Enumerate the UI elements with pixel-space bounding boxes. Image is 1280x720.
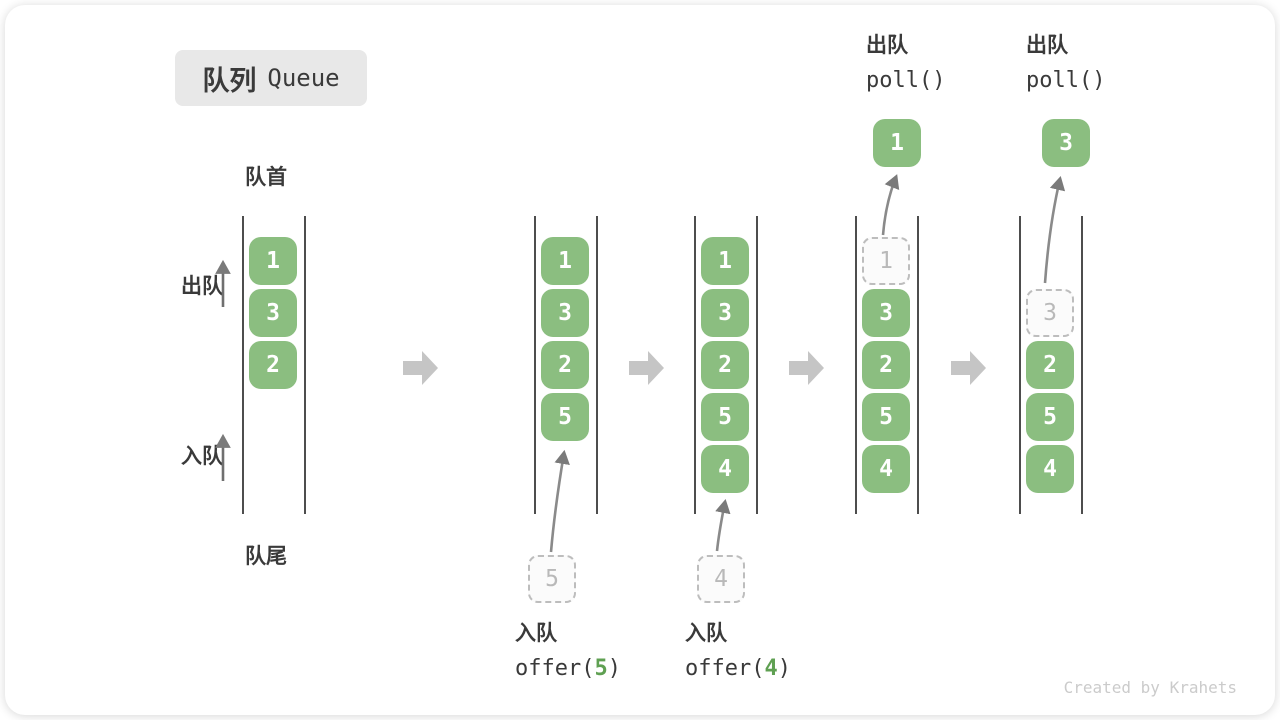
queue-cell: 2	[862, 341, 910, 389]
queue-cell: 5	[1026, 393, 1074, 441]
state5-right-rail	[1081, 216, 1083, 514]
enqueue-arrow-5	[549, 449, 570, 553]
queue-cell: 2	[1026, 341, 1074, 389]
queue-cell: 3	[862, 289, 910, 337]
op-poll-1-label: 出队	[866, 34, 908, 57]
queue-cell: 3	[701, 289, 749, 337]
op-offer-4: 入队 offer(4)	[685, 619, 791, 684]
incoming-ghost-cell: 4	[697, 555, 745, 603]
queue-diagram-card: 队列 Queue 队首 队尾 出队 入队 1 3 2 1 3 2 5 5 1 3…	[5, 5, 1275, 715]
title-zh: 队列	[202, 65, 257, 96]
queue-rear-label: 队尾	[245, 545, 287, 568]
state5-left-rail	[1019, 216, 1021, 514]
popped-cell: 1	[873, 119, 921, 167]
queue-cell: 5	[862, 393, 910, 441]
queue-front-label: 队首	[245, 166, 287, 189]
code-prefix: offer(	[685, 656, 765, 681]
op-poll-2-label: 出队	[1026, 34, 1068, 57]
queue-cell: 2	[249, 341, 297, 389]
op-offer-5: 入队 offer(5)	[515, 619, 621, 684]
op-poll-2-code: poll()	[1026, 68, 1106, 93]
state1-right-rail	[304, 216, 306, 514]
dequeue-arrow-3	[1043, 175, 1066, 284]
transition-arrow-icon	[403, 351, 438, 385]
state2-right-rail	[596, 216, 598, 514]
state3-right-rail	[756, 216, 758, 514]
state4-right-rail	[917, 216, 919, 514]
op-offer-4-label: 入队	[685, 622, 727, 645]
transition-arrow-icon	[629, 351, 664, 385]
queue-cell: 4	[1026, 445, 1074, 493]
state2-left-rail	[534, 216, 536, 514]
queue-cell: 3	[249, 289, 297, 337]
watermark: Created by Krahets	[1063, 678, 1237, 697]
removed-ghost-cell: 1	[862, 237, 910, 285]
code-arg: 5	[594, 656, 608, 681]
queue-cell: 4	[701, 445, 749, 493]
queue-cell: 3	[541, 289, 589, 337]
popped-cell: 3	[1042, 119, 1090, 167]
op-offer-4-code: offer(4)	[685, 654, 791, 684]
title-en: Queue	[267, 64, 340, 92]
enqueue-arrow-4	[715, 498, 731, 552]
queue-cell: 5	[541, 393, 589, 441]
removed-ghost-cell: 3	[1026, 289, 1074, 337]
op-poll-1: 出队 poll()	[866, 31, 945, 96]
queue-cell: 2	[701, 341, 749, 389]
state3-left-rail	[694, 216, 696, 514]
incoming-ghost-cell: 5	[528, 555, 576, 603]
dequeue-side-label: 出队	[181, 275, 223, 298]
transition-arrow-icon	[951, 351, 986, 385]
queue-cell: 1	[701, 237, 749, 285]
queue-cell: 2	[541, 341, 589, 389]
enqueue-side-label: 入队	[181, 445, 223, 468]
title-box: 队列 Queue	[175, 50, 367, 106]
queue-cell: 5	[701, 393, 749, 441]
op-poll-1-code: poll()	[866, 68, 946, 93]
code-arg: 4	[764, 656, 778, 681]
state4-left-rail	[855, 216, 857, 514]
op-poll-2: 出队 poll()	[1026, 31, 1105, 96]
transition-arrow-icon	[789, 351, 824, 385]
dequeue-arrow-1	[881, 174, 900, 236]
state1-left-rail	[242, 216, 244, 514]
queue-cell: 4	[862, 445, 910, 493]
code-suffix: )	[777, 656, 791, 681]
code-prefix: offer(	[515, 656, 595, 681]
queue-cell: 1	[249, 237, 297, 285]
code-suffix: )	[607, 656, 621, 681]
op-offer-5-code: offer(5)	[515, 654, 621, 684]
arrows-overlay	[215, 174, 1066, 553]
queue-cell: 1	[541, 237, 589, 285]
op-offer-5-label: 入队	[515, 622, 557, 645]
